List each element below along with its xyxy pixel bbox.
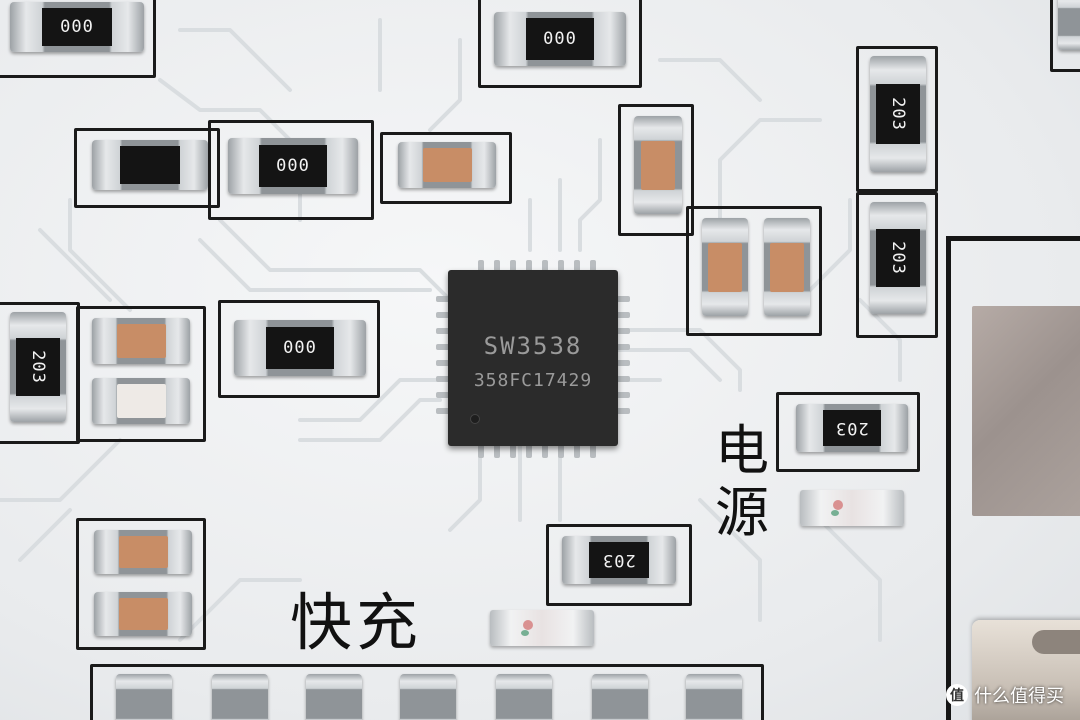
smd-component [686,674,742,720]
smd-resistor: 203 [870,56,926,172]
connector-outline [946,236,1080,720]
resistor-marking: 203 [15,338,61,396]
pad-outline [76,306,206,442]
smd-led [490,610,594,646]
chip-marking-model: SW3538 [483,332,583,360]
capacitor-body [118,598,168,630]
smd-capacitor [702,218,748,316]
capacitor-body [118,536,168,568]
smd-resistor: 000 [228,138,358,194]
pad-outline [380,132,512,204]
smd-resistor: 203 [796,404,908,452]
resistor-body [119,146,181,184]
resistor-marking: 203 [875,228,921,288]
pad-outline [1050,0,1080,72]
pad-outline [856,46,938,192]
capacitor-body [640,140,676,190]
smd-resistor: 000 [234,320,366,376]
smd-capacitor [92,318,190,364]
smd-capacitor [94,530,192,574]
pad-outline [74,128,220,208]
resistor-marking: 000 [42,8,112,46]
smd-led [800,490,904,526]
metal-pad [972,306,1080,516]
capacitor-body [422,148,472,182]
capacitor-body [770,242,804,292]
watermark-text: 什么值得买 [974,686,1064,707]
capacitor-body [116,384,166,418]
pad-outline [218,300,380,398]
smd-component [212,674,268,720]
smd-capacitor [764,218,810,316]
smd-component [116,674,172,720]
pad-outline [546,524,692,606]
led-die-icon [831,509,840,516]
smd-resistor: 203 [562,536,676,584]
led-die-icon [523,620,534,631]
resistor-marking: 203 [822,409,882,447]
pad-outline [76,518,206,650]
smd-resistor [1058,0,1080,50]
metal-terminal [972,620,1080,720]
smd-resistor: 203 [10,312,66,422]
pad-outline [856,192,938,338]
smd-capacitor [94,592,192,636]
smd-component [496,674,552,720]
smd-capacitor [398,142,496,188]
smd-component [592,674,648,720]
led-die-icon [521,629,530,636]
pad-outline [0,0,156,78]
resistor-marking: 000 [259,144,327,188]
led-die-icon [833,500,844,511]
sw3538-ic: SW3538 358FC17429 [448,270,618,446]
smd-resistor: 000 [494,12,626,66]
resistor-marking: 000 [265,326,335,370]
smd-component [306,674,362,720]
smd-capacitor [92,378,190,424]
pad-outline [478,0,642,88]
smd-resistor: 203 [870,202,926,314]
pad-outline [618,104,694,236]
watermark-logo-icon: 值 [946,684,968,706]
capacitor-body [116,324,166,358]
smd-capacitor [634,116,682,214]
resistor-marking: 203 [875,83,921,145]
pin1-dot-icon [470,414,480,424]
watermark: 值 什么值得买 [946,682,1064,708]
capacitor-body [708,242,742,292]
pad-outline [90,664,764,720]
pad-outline [208,120,374,220]
silkscreen-fast-charge: 快充 [290,586,423,659]
chip-marking-lot: 358FC17429 [473,370,593,391]
smd-component [400,674,456,720]
resistor-marking: 203 [589,541,649,579]
smd-resistor [92,140,208,190]
pad-outline [686,206,822,336]
pad-outline [776,392,920,472]
terminal-hole [1032,630,1080,654]
silkscreen-power: 电源 [715,419,769,544]
resistor-marking: 000 [525,18,595,60]
smd-resistor: 000 [10,2,144,52]
